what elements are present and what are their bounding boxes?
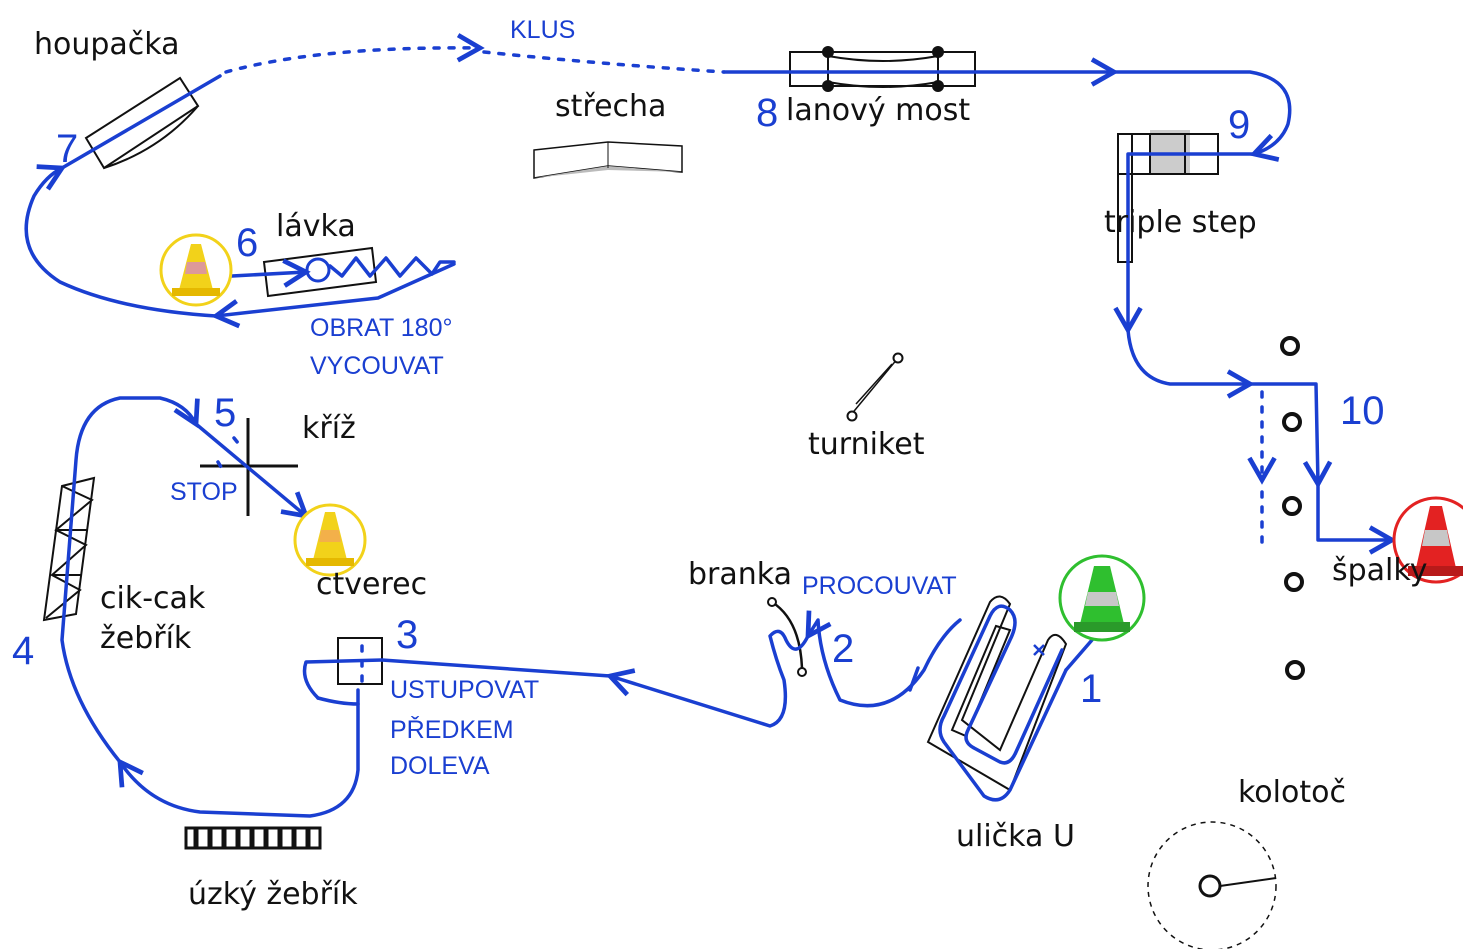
cone-lavka-yellow	[159, 233, 233, 307]
step-number-1: 1	[1080, 667, 1102, 711]
cone-start-green	[1058, 554, 1146, 642]
label-cik-cak-zebrik: žebřík	[100, 621, 192, 656]
step-number-4: 4	[12, 629, 34, 673]
note-obrat: OBRAT 180°	[310, 314, 452, 342]
label-ulicka-u: ulička U	[956, 819, 1075, 854]
label-lavka: lávka	[276, 209, 356, 244]
label-spalky: špalky	[1332, 553, 1427, 588]
note-stop: STOP	[170, 478, 238, 506]
note-klus: KLUS	[510, 16, 575, 44]
strecha-obstacle	[533, 141, 683, 179]
label-uzky-zebrik: úzký žebřík	[188, 877, 358, 912]
note-ustupovat: USTUPOVAT	[390, 676, 539, 704]
branka-obstacle	[767, 597, 807, 677]
label-turniket: turniket	[808, 427, 925, 462]
step-number-10: 10	[1340, 389, 1385, 433]
label-strecha: střecha	[555, 89, 666, 124]
cone-ctverec-yellow	[293, 503, 367, 577]
step-number-2: 2	[832, 627, 854, 671]
spalky-obstacle	[1280, 336, 1305, 680]
label-lanovy-most: lanový most	[786, 93, 970, 128]
step-number-9: 9	[1228, 103, 1250, 147]
kolotoc-obstacle	[1147, 821, 1277, 949]
uzky-zebrik-obstacle	[184, 826, 322, 850]
label-kolotoc: kolotoč	[1238, 775, 1346, 810]
label-houpacka: houpačka	[34, 27, 180, 62]
course-path	[24, 33, 1397, 818]
note-predkem: PŘEDKEM	[390, 715, 514, 744]
step-number-8: 8	[756, 91, 778, 135]
label-branka: branka	[688, 557, 792, 592]
note-procouvat: PROCOUVAT	[802, 572, 957, 600]
note-vycouvat: VYCOUVAT	[310, 352, 444, 380]
step-number-6: 6	[236, 221, 258, 265]
cone-finish-red	[1392, 496, 1463, 584]
step-number-3: 3	[396, 613, 418, 657]
label-kriz: kříž	[302, 411, 356, 446]
label-triple-step: triple step	[1104, 205, 1257, 240]
ulicka-u-obstacle	[926, 595, 1068, 792]
cik-cak-zebrik-obstacle	[42, 476, 96, 622]
label-cik-cak: cik-cak	[100, 581, 206, 616]
step-number-5: 5	[214, 391, 236, 435]
lanovy-most-obstacle	[789, 46, 976, 92]
step-number-7: 7	[56, 127, 78, 171]
label-ctverec: ctverec	[316, 567, 427, 602]
lavka-obstacle	[262, 246, 378, 298]
triple-step-obstacle	[1117, 130, 1219, 263]
turniket-obstacle	[846, 352, 904, 422]
note-doleva: DOLEVA	[390, 752, 490, 780]
houpacka-obstacle	[84, 76, 200, 170]
